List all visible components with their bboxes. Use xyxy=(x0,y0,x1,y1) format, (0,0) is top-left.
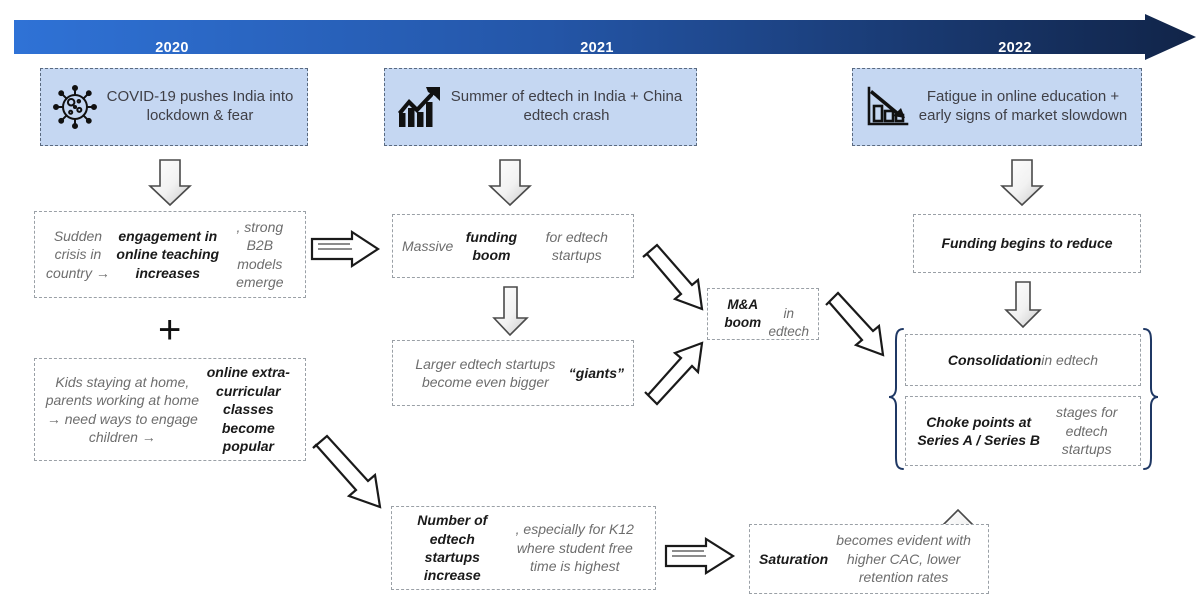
arrow-diag-kids-to-number xyxy=(312,434,382,509)
funding-boom-box[interactable]: Massive funding boom for edtech startups xyxy=(392,214,634,278)
saturation-box[interactable]: Saturation becomes evident with higher C… xyxy=(749,524,989,594)
header-box-summer[interactable]: Summer of edtech in India + China edtech… xyxy=(384,68,697,146)
header-box-fatigue[interactable]: Fatigue in online education + early sign… xyxy=(852,68,1142,146)
timeline-year-2022: 2022 xyxy=(998,40,1032,56)
header-box-fatigue-label: Fatigue in online education + early sign… xyxy=(918,88,1128,124)
header-box-summer-label: Summer of edtech in India + China edtech… xyxy=(450,88,683,124)
arrow-diag-giants-to-ma xyxy=(644,341,704,406)
kids-at-home-box[interactable]: Kids staying at home, parents working at… xyxy=(34,358,306,461)
arrow-diag-ma-to-consolidation xyxy=(825,291,885,357)
funding-reduce-box[interactable]: Funding begins to reduce xyxy=(913,214,1141,273)
header-box-covid[interactable]: COVID-19 pushes India into lockdown & fe… xyxy=(40,68,308,146)
virus-icon xyxy=(49,81,101,133)
brace-right-consolidation-group xyxy=(1143,328,1159,470)
startup-number-increase-box[interactable]: Number of edtech startups increase, espe… xyxy=(391,506,656,590)
choke-points-box[interactable]: Choke points at Series A / Series B stag… xyxy=(905,396,1141,466)
arrow-down-covid-to-crisis xyxy=(147,159,193,207)
timeline-banner: 2020 2021 2022 xyxy=(0,14,1200,60)
plus-symbol: + xyxy=(158,308,182,352)
arrow-down-reduce-to-consolidation xyxy=(1004,281,1042,329)
arrow-down-summer-to-funding xyxy=(487,159,533,207)
timeline-year-2021: 2021 xyxy=(580,40,614,56)
arrow-down-fatigue-to-reduce xyxy=(999,159,1045,207)
arrow-right-number-to-saturation xyxy=(664,537,736,575)
timeline-year-2020: 2020 xyxy=(155,40,189,56)
timeline-arrow-shape xyxy=(14,14,1196,60)
brace-left-consolidation-group xyxy=(888,328,904,470)
growth-chart-icon xyxy=(393,81,445,133)
arrow-down-funding-to-giants xyxy=(492,286,529,337)
header-box-covid-label: COVID-19 pushes India into lockdown & fe… xyxy=(106,88,294,124)
sudden-crisis-box[interactable]: Sudden crisis in country →engagement in … xyxy=(34,211,306,298)
consolidation-box[interactable]: Consolidation in edtech xyxy=(905,334,1141,386)
larger-startups-giants-box[interactable]: Larger edtech startups become even bigge… xyxy=(392,340,634,406)
arrow-right-crisis-to-funding xyxy=(310,229,381,269)
declining-chart-icon xyxy=(861,81,913,133)
arrow-diag-funding-to-ma xyxy=(642,243,704,311)
